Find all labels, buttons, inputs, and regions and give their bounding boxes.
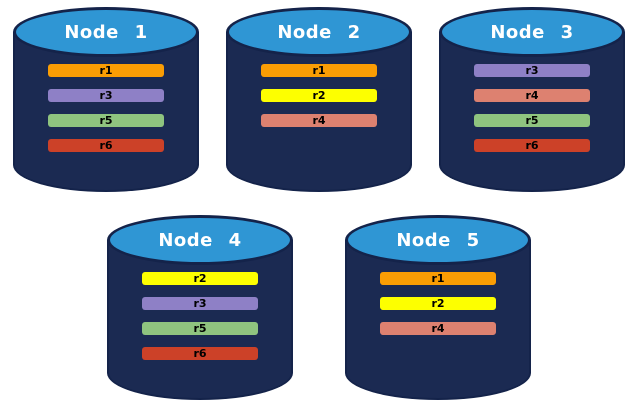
replica-bar-r1: r1	[261, 64, 377, 77]
replica-bar-r4: r4	[474, 89, 590, 102]
cylinder-body	[345, 240, 531, 400]
replica-bar-r2: r2	[261, 89, 377, 102]
replica-list: r1 r2 r4	[380, 272, 496, 335]
node-label: Node 3	[490, 22, 574, 43]
cylinder-top: Node 5	[345, 215, 531, 265]
replica-bar-r1: r1	[48, 64, 164, 77]
cylinder-body	[107, 240, 293, 400]
node-label: Node 2	[277, 22, 361, 43]
replica-bar-r5: r5	[142, 322, 258, 335]
replica-list: r2 r3 r5 r6	[142, 272, 258, 360]
cylinder-top: Node 1	[13, 7, 199, 57]
replica-list: r3 r4 r5 r6	[474, 64, 590, 152]
replica-bar-r6: r6	[48, 139, 164, 152]
replica-bar-r4: r4	[380, 322, 496, 335]
cylinder-top: Node 2	[226, 7, 412, 57]
cylinder-top: Node 4	[107, 215, 293, 265]
replica-bar-r4: r4	[261, 114, 377, 127]
replica-bar-r2: r2	[142, 272, 258, 285]
replica-bar-r6: r6	[142, 347, 258, 360]
database-node: Node 4 r2 r3 r5 r6	[107, 215, 293, 400]
replica-list: r1 r2 r4	[261, 64, 377, 127]
replica-bar-r3: r3	[48, 89, 164, 102]
cylinder-body	[13, 32, 199, 192]
cylinder-body	[439, 32, 625, 192]
node-row: Node 4 r2 r3 r5 r6 Node 5 r1 r2 r4	[0, 215, 638, 400]
replica-bar-r6: r6	[474, 139, 590, 152]
replica-bar-r5: r5	[48, 114, 164, 127]
replica-bar-r5: r5	[474, 114, 590, 127]
node-label: Node 5	[396, 230, 480, 251]
database-node: Node 2 r1 r2 r4	[226, 7, 412, 192]
node-label: Node 1	[64, 22, 148, 43]
database-node: Node 1 r1 r3 r5 r6	[13, 7, 199, 192]
database-node: Node 5 r1 r2 r4	[345, 215, 531, 400]
replica-bar-r2: r2	[380, 297, 496, 310]
replica-bar-r1: r1	[380, 272, 496, 285]
replica-list: r1 r3 r5 r6	[48, 64, 164, 152]
cylinder-body	[226, 32, 412, 192]
replica-bar-r3: r3	[474, 64, 590, 77]
replica-bar-r3: r3	[142, 297, 258, 310]
cylinder-top: Node 3	[439, 7, 625, 57]
node-label: Node 4	[158, 230, 242, 251]
database-node: Node 3 r3 r4 r5 r6	[439, 7, 625, 192]
